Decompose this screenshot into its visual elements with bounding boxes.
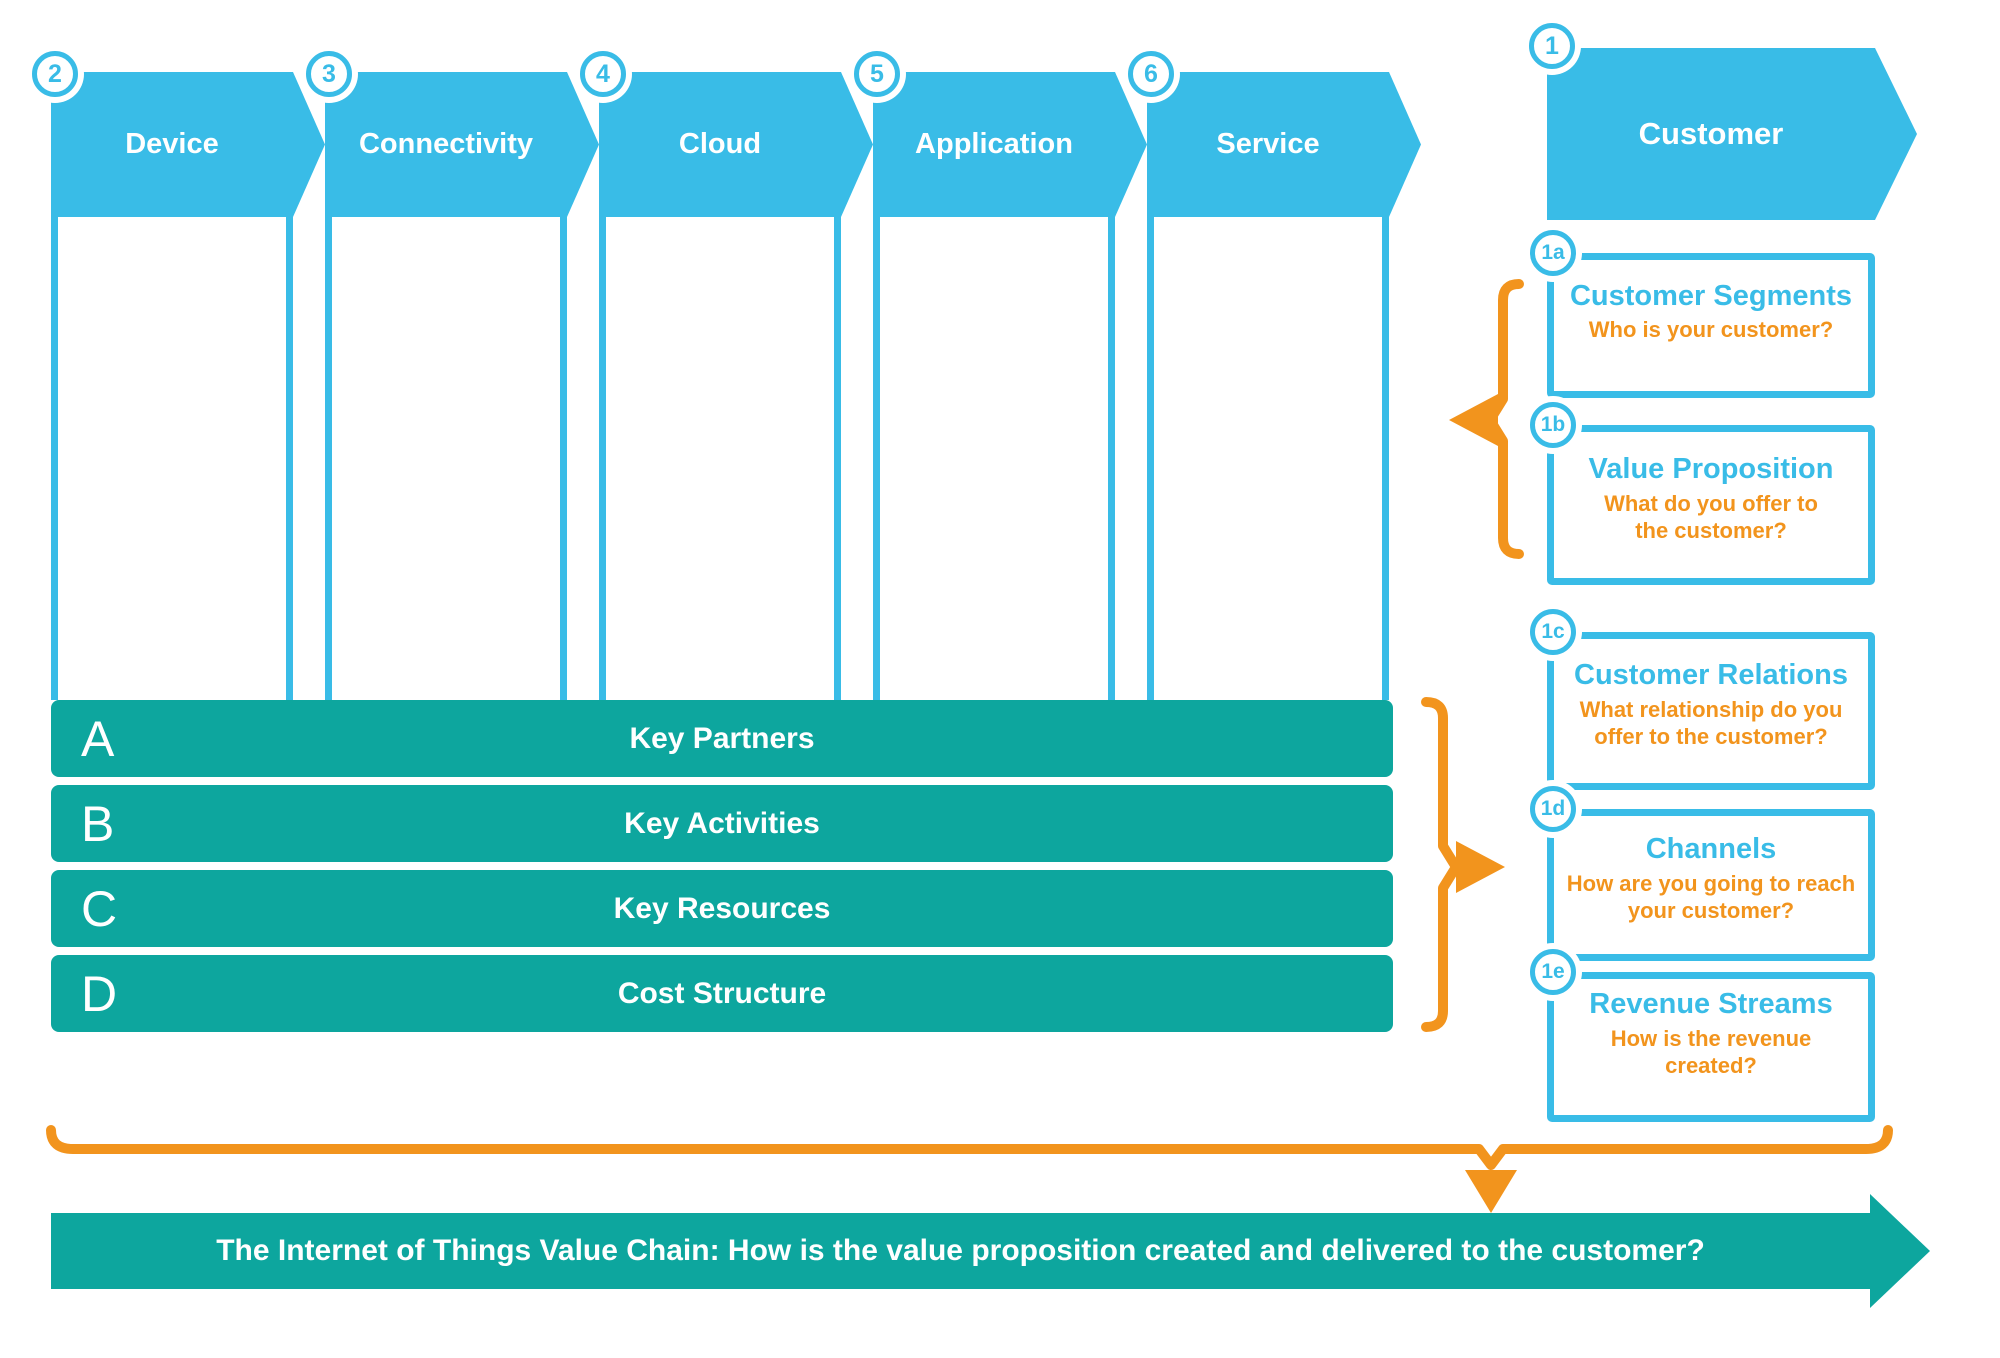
- key-row-letter: D: [81, 965, 118, 1022]
- bracket-key-rows: [1421, 697, 1505, 1032]
- key-row-label: Key Activities: [624, 806, 820, 840]
- stage-number: 2: [48, 59, 62, 88]
- info-box-badge-1e: 1e: [1530, 949, 1576, 995]
- key-row-cost-structure: D Cost Structure: [51, 955, 1393, 1032]
- stage-header-connectivity: Connectivity: [325, 72, 599, 217]
- stage-number-badge-cloud: 4: [580, 51, 626, 97]
- customer-arrow: Customer: [1547, 48, 1917, 220]
- arrow-right-icon: [1456, 841, 1505, 893]
- key-row-letter: A: [81, 710, 115, 767]
- key-row-letter: C: [81, 880, 118, 937]
- info-box-question: How are you going to reach your customer…: [1566, 870, 1856, 924]
- brace-bottom: [46, 1125, 1893, 1213]
- info-box-title: Customer Relations: [1574, 659, 1848, 692]
- stage-number: 3: [322, 59, 336, 88]
- stage-number-badge-service: 6: [1128, 51, 1174, 97]
- stage-header-service: Service: [1147, 72, 1421, 217]
- footer-banner-label: The Internet of Things Value Chain: How …: [216, 1234, 1705, 1267]
- key-row-label: Key Partners: [629, 721, 815, 755]
- column-device: [51, 217, 293, 700]
- info-box-badge-1c: 1c: [1530, 609, 1576, 655]
- info-box-title: Value Proposition: [1588, 453, 1834, 486]
- stage-label: Cloud: [678, 128, 762, 160]
- key-row-label: Key Resources: [613, 891, 831, 925]
- footer-banner-arrowhead-icon: [1870, 1194, 1930, 1308]
- info-box-question: How is the revenue created?: [1610, 1025, 1812, 1079]
- info-box-badge-1d: 1d: [1530, 786, 1576, 832]
- stage-label: Device: [125, 128, 219, 160]
- info-box-title: Revenue Streams: [1589, 988, 1833, 1021]
- info-box-title: Channels: [1645, 833, 1777, 866]
- info-box-question: What do you offer to the customer?: [1604, 490, 1818, 544]
- stage-label: Service: [1216, 128, 1320, 160]
- stage-header-device: Device: [51, 72, 325, 217]
- stage-header-cloud: Cloud: [599, 72, 873, 217]
- info-box-id: 1e: [1541, 960, 1565, 983]
- column-application: [873, 217, 1115, 700]
- stage-number: 5: [870, 59, 884, 88]
- info-box-question: What relationship do you offer to the cu…: [1579, 696, 1843, 750]
- stage-header-application: Application: [873, 72, 1147, 217]
- info-box-id: 1d: [1540, 797, 1566, 820]
- stage-number: 4: [596, 59, 610, 88]
- customer-number-badge: 1: [1529, 23, 1575, 69]
- info-box-title: Customer Segments: [1569, 279, 1852, 312]
- info-box-badge-1a: 1a: [1530, 230, 1576, 276]
- stage-number-badge-connectivity: 3: [306, 51, 352, 97]
- key-row-partners: A Key Partners: [51, 700, 1393, 777]
- stage-number: 1: [1545, 31, 1559, 60]
- customer-label: Customer: [1638, 116, 1784, 151]
- key-row-activities: B Key Activities: [51, 785, 1393, 862]
- footer-banner: The Internet of Things Value Chain: How …: [51, 1213, 1870, 1289]
- stage-label: Application: [915, 128, 1073, 160]
- stage-number: 6: [1144, 59, 1158, 88]
- info-box-value-proposition: Value Proposition What do you offer to t…: [1547, 425, 1875, 585]
- info-box-question: Who is your customer?: [1588, 316, 1834, 342]
- arrow-left-icon: [1449, 394, 1498, 446]
- key-row-resources: C Key Resources: [51, 870, 1393, 947]
- column-service: [1147, 217, 1389, 700]
- bracket-customer-segments-value-proposition: [1449, 279, 1524, 559]
- info-box-revenue-streams: Revenue Streams How is the revenue creat…: [1547, 972, 1875, 1122]
- arrow-down-icon: [1465, 1170, 1517, 1213]
- info-box-id: 1b: [1540, 413, 1566, 436]
- info-box-id: 1c: [1541, 620, 1565, 643]
- key-row-letter: B: [81, 795, 115, 852]
- info-box-badge-1b: 1b: [1530, 402, 1576, 448]
- stage-label: Connectivity: [358, 128, 534, 160]
- column-cloud: [599, 217, 841, 700]
- info-box-id: 1a: [1541, 241, 1565, 264]
- stage-number-badge-device: 2: [32, 51, 78, 97]
- column-connectivity: [325, 217, 567, 700]
- info-box-customer-segments: Customer Segments Who is your customer?: [1547, 253, 1875, 398]
- stage-number-badge-application: 5: [854, 51, 900, 97]
- key-row-label: Cost Structure: [617, 976, 827, 1010]
- info-box-customer-relations: Customer Relations What relationship do …: [1547, 632, 1875, 790]
- info-box-channels: Channels How are you going to reach your…: [1547, 809, 1875, 961]
